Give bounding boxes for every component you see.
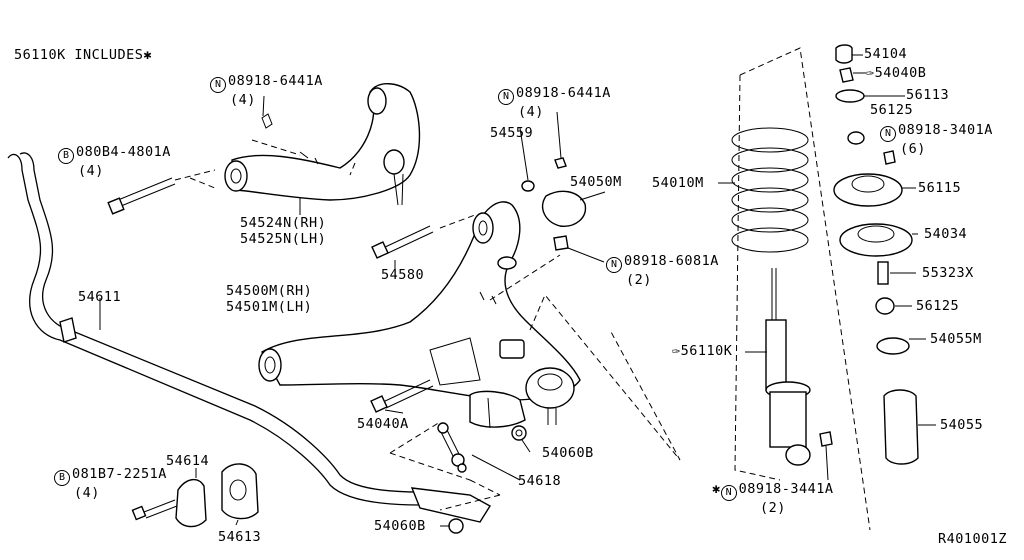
label-55323x: 55323X: [922, 265, 974, 281]
label-54525n: 54525N(LH): [240, 231, 327, 247]
stabilizer-link: [389, 421, 501, 511]
label-54040b: ✑54040B: [866, 65, 927, 81]
n-circle-icon: N: [498, 89, 514, 105]
b-circle-icon: B: [58, 148, 74, 164]
label-56110k: ✑56110K: [672, 343, 733, 359]
bolt-080b4: [107, 169, 216, 215]
bolt-54580: [371, 214, 476, 259]
label-56115: 56115: [918, 180, 962, 196]
label-54614: 54614: [166, 453, 210, 469]
nuts-54559: [521, 111, 605, 263]
label-54055: 54055: [940, 417, 984, 433]
label-54060b-top: 54060B: [542, 445, 594, 461]
n-circle-icon: N: [720, 485, 737, 501]
leader-lines: [99, 54, 936, 527]
includes-note: 56110K INCLUDES✱: [14, 47, 153, 63]
mount-stack: [833, 44, 919, 465]
diagram-code: R401001Z: [938, 531, 1008, 547]
label-54559: 54559: [490, 125, 534, 141]
n-circle-icon: N: [880, 126, 896, 142]
label-54618: 54618: [518, 473, 562, 489]
b-circle-icon: B: [54, 470, 70, 486]
label-54613: 54613: [218, 529, 262, 545]
n-circle-icon: N: [210, 77, 226, 93]
bolt-54040a: [370, 379, 434, 413]
label-54580: 54580: [381, 267, 425, 283]
label-54524n: 54524N(RH): [240, 215, 327, 231]
label-54010m: 54010M: [652, 175, 704, 191]
strut-assembly: [731, 47, 871, 531]
label-56125-bottom: 56125: [916, 298, 960, 314]
label-54500m: 54500M(RH): [226, 283, 313, 299]
bushing-clamp: [131, 463, 259, 528]
label-54034: 54034: [924, 226, 968, 242]
stabilizer-bar: [7, 152, 491, 523]
label-54060b-bottom: 54060B: [374, 518, 426, 534]
n-circle-icon: N: [606, 257, 622, 273]
bracket-54060b: [469, 390, 527, 441]
label-54104: 54104: [864, 46, 908, 62]
upper-link: [224, 83, 421, 206]
label-54055m: 54055M: [930, 331, 982, 347]
nut-54060b: [448, 518, 464, 534]
label-54050m: 54050M: [570, 174, 622, 190]
label-56113: 56113: [906, 87, 950, 103]
lower-link: [258, 201, 681, 461]
label-54501m: 54501M(LH): [226, 299, 313, 315]
label-54040a: 54040A: [357, 416, 409, 432]
label-56125-top: 56125: [870, 102, 914, 118]
label-54611: 54611: [78, 289, 122, 305]
coil-spring: [731, 127, 809, 253]
